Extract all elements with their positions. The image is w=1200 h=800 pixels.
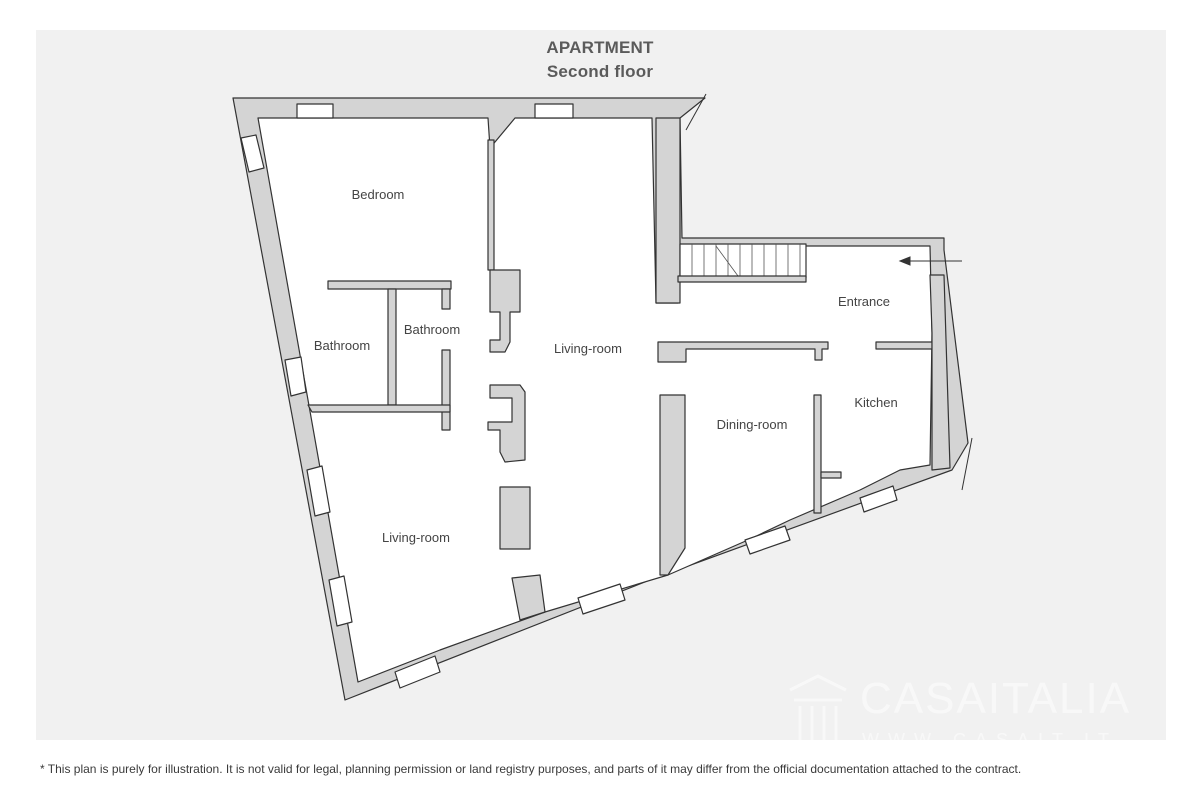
- plan-subtitle: Second floor: [546, 62, 654, 81]
- window-bottom-2: [577, 583, 626, 615]
- window-left-1: [240, 134, 265, 173]
- wall-bath-top: [327, 280, 452, 290]
- wall-bath-bottom: [307, 404, 451, 413]
- label-living-room-lower: Living-room: [382, 530, 450, 545]
- watermark-url: WWW.CASAIT.IT: [862, 730, 1118, 750]
- pillar-free: [499, 486, 531, 550]
- label-bathroom-left: Bathroom: [314, 338, 370, 353]
- label-entrance: Entrance: [838, 294, 890, 309]
- wall-dining-kitchen: [813, 394, 822, 514]
- watermark-brand: CASAITALIA: [860, 674, 1132, 723]
- label-living-room-center: Living-room: [554, 341, 622, 356]
- casaitalia-logo-icon: [789, 674, 847, 752]
- wall-dining-top: [657, 341, 829, 363]
- stair-wall-bottom: [677, 275, 807, 283]
- plan-title: APARTMENT: [546, 38, 654, 57]
- window-left-4: [328, 575, 353, 627]
- window-bottom-3: [744, 525, 791, 555]
- stairs: [679, 243, 807, 279]
- wall-living-left-top: [487, 139, 495, 271]
- pillar-lower: [487, 384, 526, 463]
- label-kitchen: Kitchen: [854, 395, 897, 410]
- window-left-3: [306, 465, 331, 517]
- wall-bottom-pier-1: [511, 574, 546, 621]
- brand-watermark: CASAITALIA WWW.CASAIT.IT: [780, 668, 1150, 758]
- label-dining-room: Dining-room: [717, 417, 788, 432]
- label-bathroom-right: Bathroom: [404, 322, 460, 337]
- break-lines: [685, 93, 973, 491]
- disclaimer-text: * This plan is purely for illustration. …: [40, 762, 1022, 776]
- wall-bath-right: [441, 288, 451, 310]
- entrance-arrow-icon: [898, 256, 962, 266]
- wall-dining-kitchen-stub: [820, 471, 842, 479]
- wall-bath-right-low: [441, 349, 451, 431]
- wall-bath-mid: [387, 288, 397, 406]
- pillar-upper: [489, 269, 521, 353]
- label-bedroom: Bedroom: [352, 187, 405, 202]
- stair-treads: [691, 244, 801, 278]
- window-top-center: [534, 103, 574, 119]
- outer-wall-right: [929, 274, 951, 471]
- window-left-2: [284, 356, 307, 397]
- wall-kitchen-top: [875, 341, 933, 350]
- wall-living-right-bottom: [659, 394, 686, 576]
- wall-living-right-top: [655, 117, 681, 304]
- window-bottom-4: [859, 485, 898, 513]
- window-top-left: [296, 103, 334, 119]
- window-bottom-1: [394, 655, 441, 689]
